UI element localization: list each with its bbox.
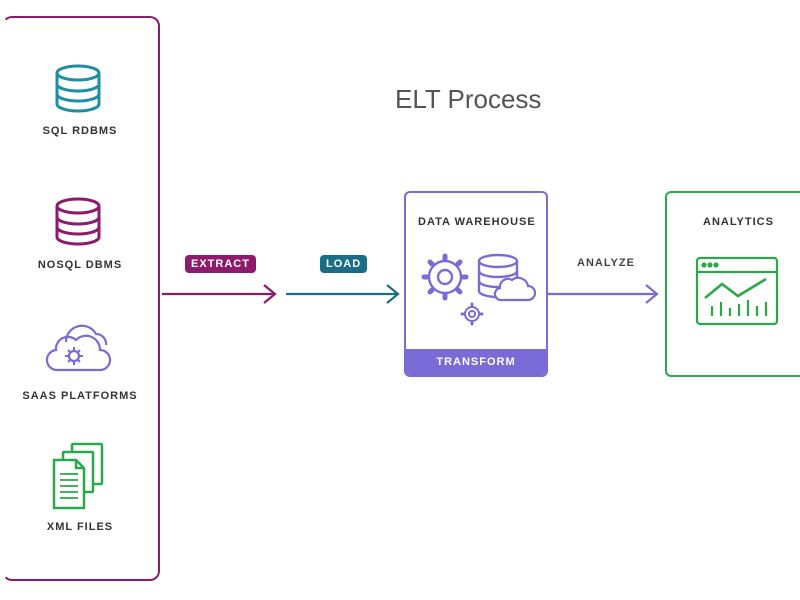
analytics-dashboard-icon [695, 256, 779, 326]
analyze-arrow [548, 284, 659, 304]
data-warehouse-label: DATA WAREHOUSE [418, 216, 536, 228]
files-icon [52, 442, 104, 510]
transform-bar: TRANSFORM [406, 349, 546, 375]
cloud-gear-icon [45, 324, 112, 372]
analyze-label: ANALYZE [577, 257, 635, 269]
data-warehouse-box: TRANSFORM [404, 191, 548, 377]
small-gear-icon [460, 302, 484, 326]
source-label-nosql-dbms: NOSQL DBMS [37, 259, 123, 271]
source-label-sql-rdbms: SQL RDBMS [42, 125, 118, 137]
source-label-xml-files: XML FILES [46, 521, 114, 533]
extract-arrow [162, 284, 277, 304]
gear-icon [421, 253, 469, 301]
analytics-box [665, 191, 800, 377]
database-icon [55, 64, 101, 113]
diagram-title: ELT Process [395, 84, 542, 114]
analytics-label: ANALYTICS [703, 216, 774, 228]
extract-badge: EXTRACT [185, 255, 256, 273]
load-arrow [286, 284, 400, 304]
load-badge: LOAD [320, 255, 368, 273]
cloud-icon [493, 276, 537, 302]
source-label-saas-platforms: SAAS PLATFORMS [22, 390, 138, 402]
database-icon [55, 197, 101, 246]
data-sources-panel [2, 16, 160, 581]
